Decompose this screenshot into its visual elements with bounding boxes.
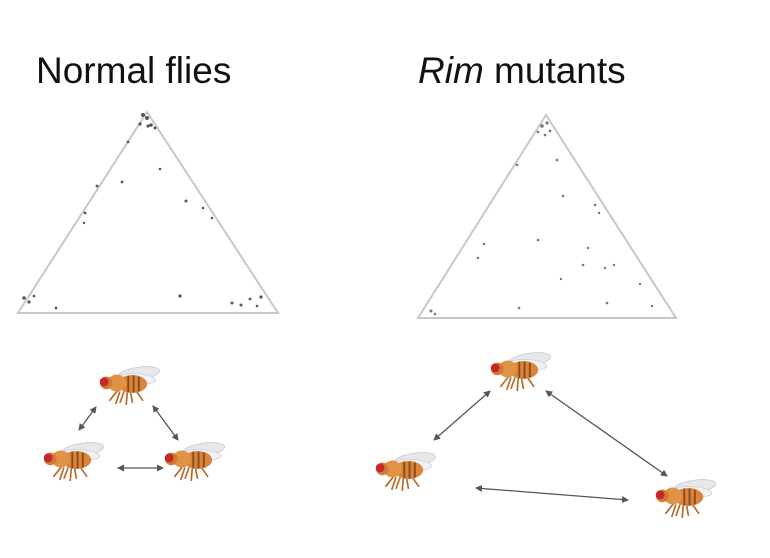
panel-title-normal-flies: Normal flies <box>36 52 231 89</box>
double-arrow-icon <box>78 406 97 431</box>
fly-icon <box>489 349 553 392</box>
panel-title-rim-mutants: Rim mutants <box>418 52 626 89</box>
double-arrow-icon <box>433 390 491 441</box>
rim-mutants-arena <box>416 113 678 319</box>
normal-flies-network <box>42 363 227 482</box>
fly-icon <box>98 363 162 406</box>
fly-icon <box>374 449 438 492</box>
panel-title-rim-rest: mutants <box>483 50 626 91</box>
double-arrow-icon <box>545 390 668 477</box>
panel-title-rim-italic: Rim <box>418 50 484 91</box>
double-arrow-icon <box>152 405 179 441</box>
double-arrow-icon <box>475 484 629 504</box>
fly-icon <box>654 476 718 519</box>
fly-icon <box>163 439 227 482</box>
panel-title-normal-text: Normal flies <box>36 50 232 91</box>
rim-mutants-network <box>374 349 718 519</box>
fly-icon <box>42 439 106 482</box>
normal-flies-arena <box>16 110 280 314</box>
